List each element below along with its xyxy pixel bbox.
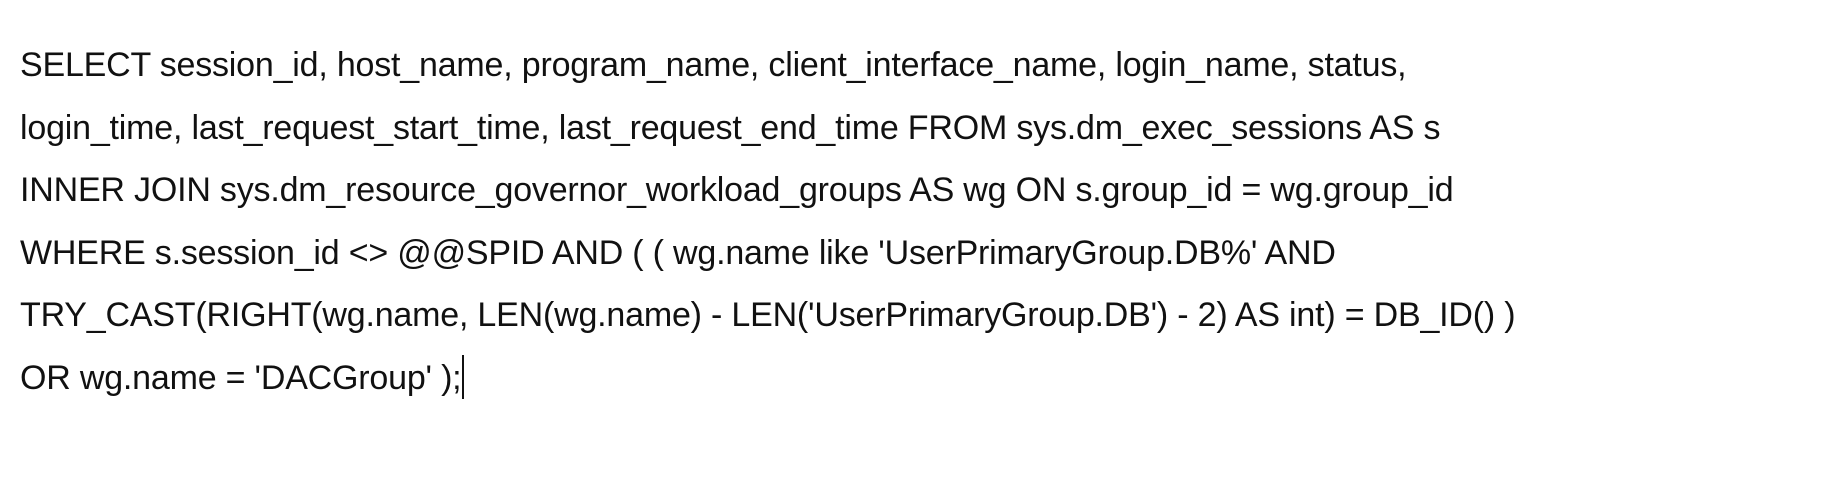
text-line: login_time, last_request_start_time, las… (20, 108, 1441, 147)
text-line-last: OR wg.name = 'DACGroup' ); (20, 347, 1800, 410)
text-line: TRY_CAST(RIGHT(wg.name, LEN(wg.name) - L… (20, 296, 1516, 334)
text-document[interactable]: SELECT session_id, host_name, program_na… (20, 34, 1800, 409)
text-line: INNER JOIN sys.dm_resource_governor_work… (20, 171, 1454, 209)
text-caret (462, 354, 465, 399)
text-line: SELECT session_id, host_name, program_na… (20, 46, 1407, 84)
text-line-content: OR wg.name = 'DACGroup' ); (20, 358, 462, 397)
text-line: WHERE s.session_id <> @@SPID AND ( ( wg.… (20, 233, 1336, 272)
